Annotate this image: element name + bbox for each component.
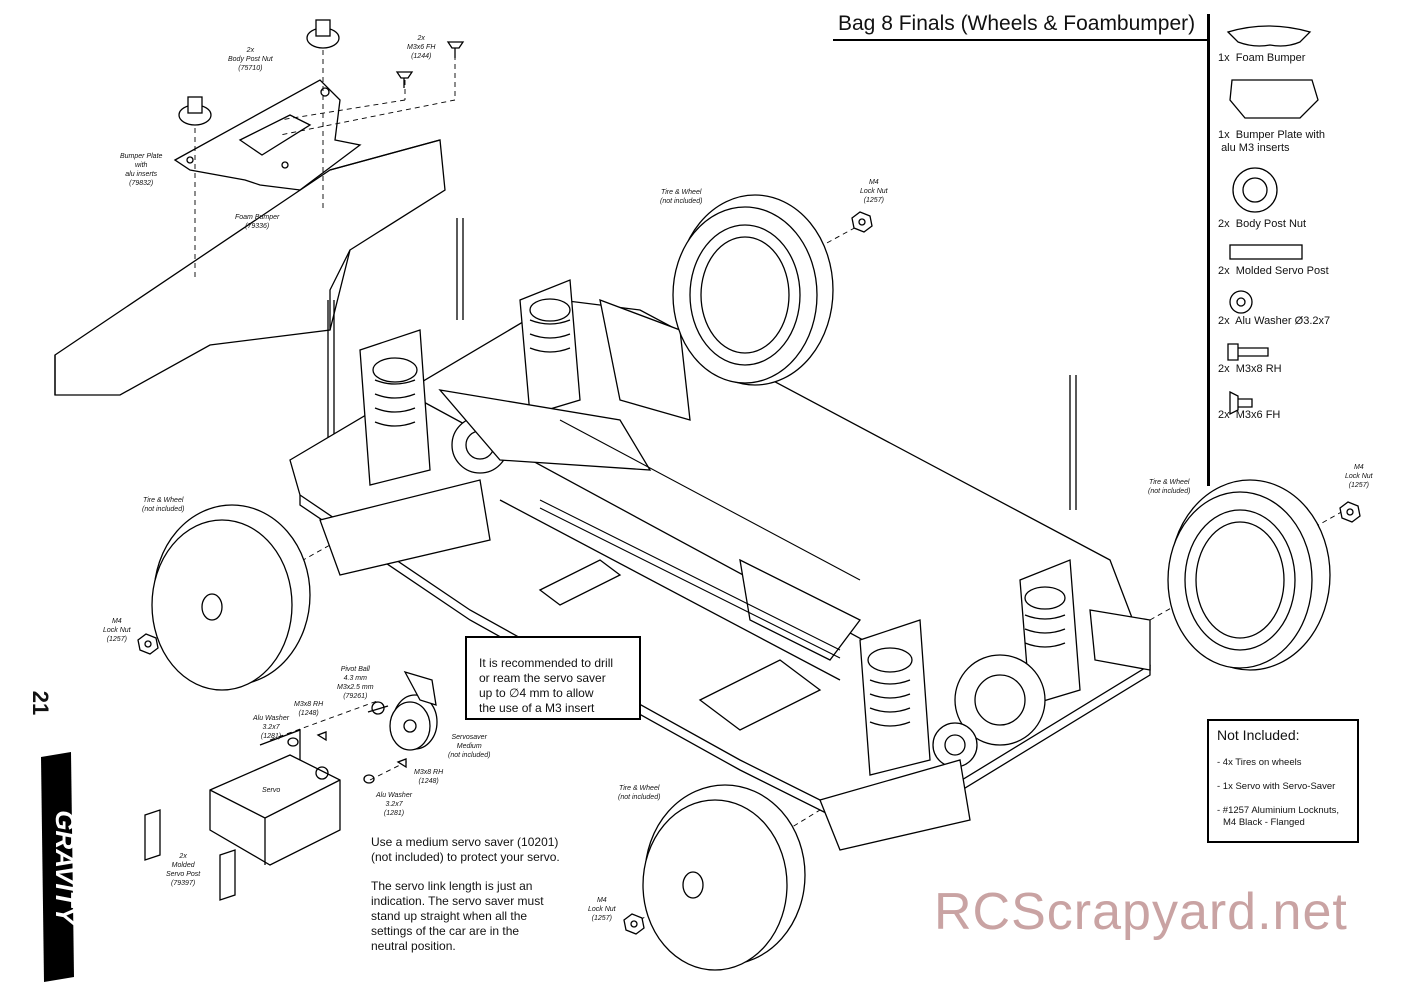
lock-nut-bottom: [623, 913, 645, 935]
front-suspension: [319, 279, 691, 576]
drill-note-box: It is recommended to drill or ream the s…: [465, 636, 641, 720]
body-post-right-2: [1069, 375, 1077, 510]
wheel-right: [1167, 479, 1331, 671]
page-title: Bag 8 Finals (Wheels & Foambumper): [838, 12, 1196, 35]
lock-nut-top: [851, 211, 873, 233]
parts-list-item: 1x Bumper Plate with alu M3 inserts: [1218, 129, 1326, 154]
not-included-item: - 4x Tires on wheels: [1217, 757, 1302, 768]
screw-m3x8rh-2: [396, 758, 407, 769]
wheel-bottom: [642, 784, 806, 971]
not-included-item: M4 Black - Flanged: [1223, 817, 1305, 828]
parts-icons: [1226, 25, 1319, 416]
servo-post-1: [144, 809, 161, 861]
not-included-item: - 1x Servo with Servo-Saver: [1217, 781, 1336, 792]
note-line: It is recommended to drill: [479, 656, 614, 670]
parts-list-item: 2x Body Post Nut: [1218, 218, 1307, 230]
not-included-title: Not Included:: [1217, 727, 1300, 743]
note-line: the use of a M3 insert: [479, 701, 595, 715]
wheel-left: [151, 504, 311, 691]
parts-column-divider: [1207, 14, 1210, 486]
parts-list-item: 1x Foam Bumper: [1218, 52, 1306, 64]
callout-tire-wheel-bottom: Tire & Wheel(not included): [618, 785, 661, 801]
title-underline: [833, 39, 1210, 41]
screw-m3x6fh-2: [446, 41, 465, 58]
parts-list-item: 2x M3x8 RH: [1218, 363, 1282, 375]
screw-m3x8rh-1: [316, 731, 327, 742]
servo-saver-shape: [389, 670, 438, 751]
foam-bumper-shape: [54, 139, 446, 396]
parts-list-item: 2x Molded Servo Post: [1218, 265, 1329, 277]
body-post-nut-left: [178, 96, 212, 126]
pivot-ball-shape: [367, 701, 389, 715]
not-included-box: Not Included: - 4x Tires on wheels - 1x …: [1207, 719, 1359, 843]
rear-suspension: [739, 558, 1151, 851]
svg-text:GRAVITY: GRAVITY: [50, 810, 76, 926]
callout-tire-wheel-left: Tire & Wheel(not included): [142, 497, 185, 513]
bumper-plate-shape: [173, 79, 362, 191]
parts-list-item: 2x M3x6 FH: [1218, 409, 1281, 421]
body-post-center: [456, 218, 464, 320]
watermark: RCScrapyard.net: [934, 883, 1348, 941]
callout-m3x8rh-top: M3x8 RH(1248): [294, 701, 324, 717]
washer-1: [287, 737, 299, 747]
callout-m3x8rh-bottom: M3x8 RH(1248): [414, 769, 444, 785]
lock-nut-left: [137, 633, 159, 655]
parts-list-item: 2x Alu Washer Ø3.2x7: [1218, 315, 1331, 327]
note-line: up to ∅4 mm to allow: [479, 686, 594, 700]
lock-nut-right: [1339, 501, 1361, 523]
wheel-top-right: [672, 194, 834, 386]
callout-foam-bumper: Foam Bumper(79336): [235, 214, 280, 230]
servo-instructions: Use a medium servo saver (10201)(not inc…: [371, 835, 560, 953]
body-post-nut-top: [306, 19, 340, 49]
page-number: 21: [28, 690, 54, 716]
team-gravity-logo: GRAVITY: [36, 752, 76, 982]
not-included-item: - #1257 Aluminium Locknuts,: [1217, 805, 1339, 816]
callout-tire-wheel-top: Tire & Wheel(not included): [660, 189, 703, 205]
screw-m3x6fh-1: [395, 71, 414, 88]
servo-shape: [209, 729, 341, 866]
callout-tire-wheel-right: Tire & Wheel(not included): [1148, 479, 1191, 495]
drive-belt: [539, 419, 861, 659]
note-line: or ream the servo saver: [479, 671, 606, 685]
callout-servo: Servo: [262, 787, 281, 794]
washer-2: [363, 774, 375, 784]
servo-post-2: [219, 849, 236, 901]
